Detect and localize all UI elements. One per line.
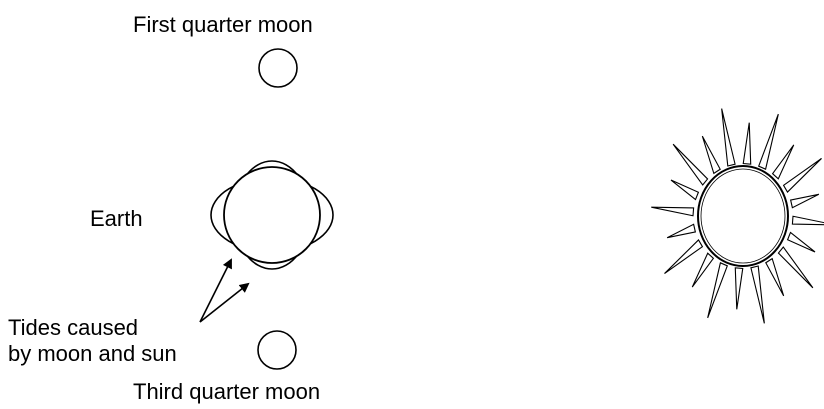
sun xyxy=(651,108,824,324)
tides-label: Tides caused by moon and sun xyxy=(8,315,177,367)
sun-ray xyxy=(721,108,736,167)
first-quarter-moon xyxy=(258,48,298,88)
sun-ray xyxy=(734,267,744,310)
sun-body xyxy=(697,165,789,267)
sun-ray xyxy=(664,239,704,274)
sun-ray xyxy=(786,231,816,253)
sun-ray xyxy=(742,122,752,165)
sun-ray xyxy=(707,262,729,319)
sun-ray xyxy=(651,206,695,217)
sun-ray xyxy=(765,257,785,297)
earth-circle xyxy=(223,166,321,264)
third-quarter-moon xyxy=(257,330,297,370)
third-quarter-label: Third quarter moon xyxy=(133,379,321,404)
sun-ray xyxy=(750,265,765,324)
sun-ray xyxy=(701,135,721,175)
tides-label-line-2: by moon and sun xyxy=(8,341,177,366)
tide-arrows xyxy=(199,258,250,323)
sun-ray xyxy=(771,144,795,180)
earth-label: Earth xyxy=(90,206,143,231)
sun-ray xyxy=(789,193,820,209)
tides-label-line-1: Tides caused xyxy=(8,315,139,340)
sun-ray xyxy=(777,246,814,289)
sun-ray xyxy=(672,143,709,186)
sun-ray xyxy=(670,179,700,201)
sun-ray xyxy=(757,113,779,170)
sun-ray xyxy=(691,252,715,288)
sun-ray xyxy=(666,223,697,239)
sun-rays xyxy=(651,108,824,324)
sun-ray xyxy=(782,158,822,193)
first-quarter-label: First quarter moon xyxy=(133,12,313,37)
sun-ray xyxy=(791,215,824,226)
